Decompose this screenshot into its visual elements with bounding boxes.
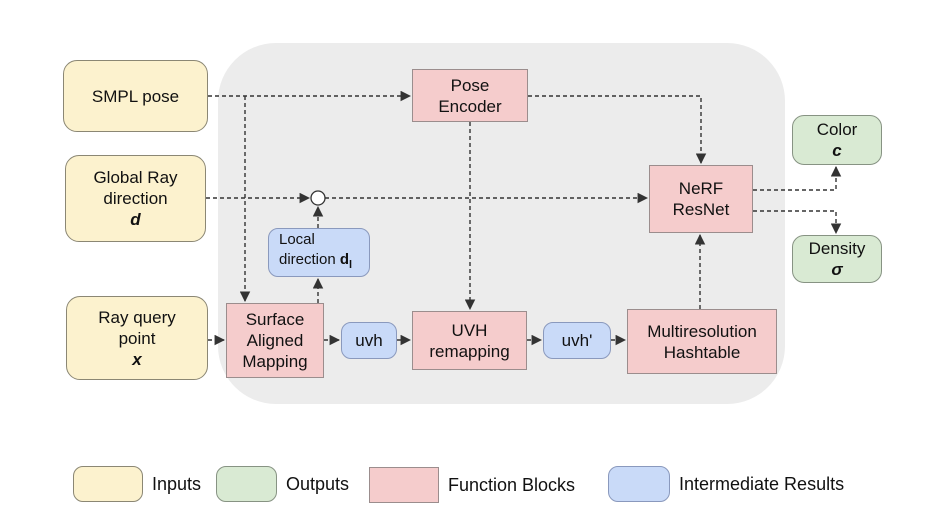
legend-item-inputs: Inputs (73, 466, 201, 502)
node-label-line: ResNet (672, 200, 730, 219)
node-uvh-remapping: UVH remapping (412, 311, 527, 370)
legend-swatch-intermediate-results (608, 466, 670, 502)
concat-node (310, 190, 326, 206)
legend-label: Intermediate Results (679, 473, 845, 494)
node-label-line: Pose (450, 75, 490, 95)
legend-swatch-outputs (216, 466, 277, 502)
node-label-line: Multiresolution (647, 321, 757, 341)
node-label-line: remapping (429, 341, 510, 361)
connector-nerf-to-density (753, 210, 842, 235)
node-label-line: Hashtable (663, 342, 741, 362)
connector-nerf-to-color (753, 165, 842, 191)
node-label-line: Local (279, 231, 315, 248)
legend-swatch-function-blocks (369, 467, 439, 503)
node-symbol: d (130, 210, 141, 229)
node-label-line: UVH (451, 320, 488, 340)
node-label-line: direction dl (279, 250, 352, 275)
connector-pose-encoder-to-nerf-resnet (528, 95, 707, 165)
node-label-line: Density (808, 239, 866, 258)
node-global-ray-direction: Global Ray direction d (65, 155, 206, 242)
node-label-line: direction (103, 189, 168, 208)
legend-label: Inputs (152, 473, 202, 494)
connector-layer (206, 90, 842, 346)
legend-label: Outputs (286, 473, 350, 494)
node-label-line: NeRF (678, 179, 724, 198)
legend-label: Function Blocks (448, 474, 576, 495)
legend-item-outputs: Outputs (216, 466, 349, 502)
node-pose-encoder: Pose Encoder (412, 69, 528, 122)
node-density-output: Density σ (792, 235, 882, 283)
node-label-line: Aligned (246, 331, 304, 350)
node-label: uvh' (561, 331, 593, 350)
node-smpl-pose: SMPL pose (63, 60, 208, 132)
node-label-line: Global Ray (93, 168, 178, 187)
node-local-direction: Local direction dl (268, 228, 370, 277)
node-symbol: c (832, 141, 842, 160)
legend-item-intermediate-results: Intermediate Results (608, 466, 844, 502)
node-ray-query-point: Ray query point x (66, 296, 208, 380)
node-color-output: Color c (792, 115, 882, 165)
node-label-line: Color (816, 120, 858, 139)
node-label-line: point (118, 328, 156, 348)
node-label: SMPL pose (91, 86, 180, 106)
node-multiresolution-hashtable: Multiresolution Hashtable (627, 309, 777, 374)
node-label-line: Surface (245, 310, 305, 329)
legend-swatch-inputs (73, 466, 143, 502)
node-symbol: d (339, 251, 350, 268)
node-nerf-resnet: NeRF ResNet (649, 165, 753, 233)
node-symbol: x (132, 349, 142, 369)
node-surface-aligned-mapping: Surface Aligned Mapping (226, 303, 324, 378)
node-label-line: Ray query (98, 307, 176, 327)
legend-item-function-blocks: Function Blocks (369, 467, 575, 503)
node-symbol: σ (831, 260, 843, 279)
node-label-line: Mapping (242, 352, 308, 371)
node-symbol-subscript: l (349, 259, 353, 271)
node-label: uvh (355, 331, 383, 350)
node-uvh: uvh (341, 322, 397, 359)
node-uvh-prime: uvh' (543, 322, 611, 359)
node-label-word: direction (279, 251, 336, 268)
node-label-line: Encoder (438, 96, 502, 116)
